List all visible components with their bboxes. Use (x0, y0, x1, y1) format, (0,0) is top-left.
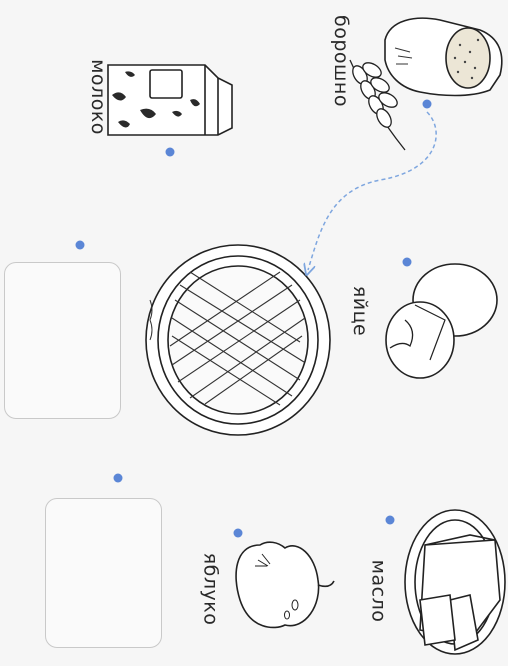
butter-dot[interactable] (386, 516, 395, 525)
box-bottom-dot[interactable] (114, 474, 123, 483)
answer-box-top[interactable] (4, 262, 121, 419)
label-butter: масло (367, 560, 389, 623)
apple-icon (236, 542, 334, 627)
milk-carton-icon (108, 65, 232, 135)
box-top-dot[interactable] (76, 241, 85, 250)
label-eggs: яйце (349, 286, 371, 336)
milk-dot[interactable] (166, 148, 175, 157)
flour-sack-icon (385, 18, 502, 95)
label-milk: молоко (87, 59, 109, 135)
pie-icon (146, 245, 330, 435)
label-flour: борошно (330, 15, 352, 107)
flour-dot[interactable] (423, 100, 432, 109)
eggs-icon (386, 264, 497, 378)
connection-arrow (308, 112, 436, 270)
butter-icon (405, 510, 505, 654)
apple-dot[interactable] (234, 529, 243, 538)
eggs-dot[interactable] (403, 258, 412, 267)
answer-box-bottom[interactable] (45, 498, 162, 648)
label-apple: яблуко (199, 553, 221, 626)
